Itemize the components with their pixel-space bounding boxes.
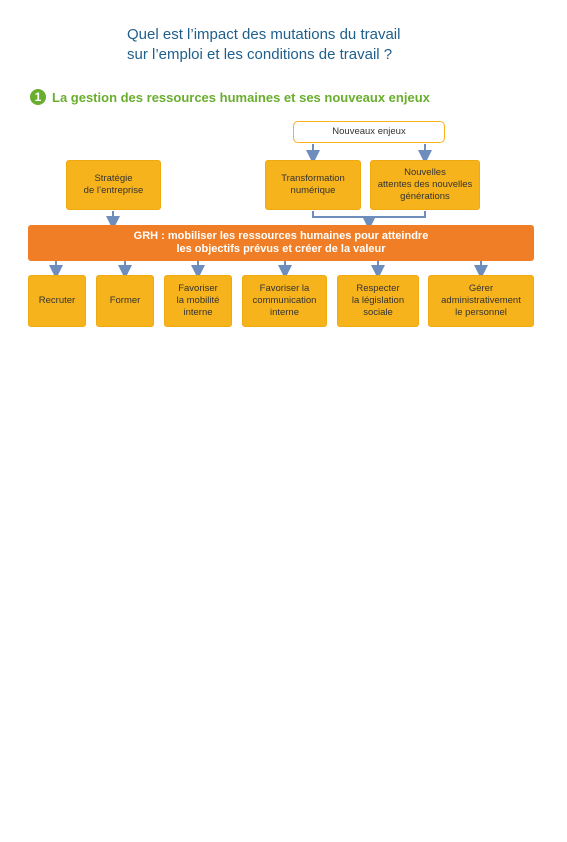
section-label: La gestion des ressources humaines et se… bbox=[52, 89, 430, 105]
page-title-line-1: Quel est l’impact des mutations du trava… bbox=[127, 26, 401, 43]
section-number-badge: 1 bbox=[30, 89, 46, 105]
mission-former: Former bbox=[96, 275, 154, 327]
section-heading: 1 La gestion des ressources humaines et … bbox=[30, 88, 430, 106]
node-nouvelles-attentes: Nouvelles attentes des nouvelles générat… bbox=[370, 160, 480, 210]
mission-communication-interne: Favoriser la communication interne bbox=[242, 275, 327, 327]
node-transformation-numerique: Transformation numérique bbox=[265, 160, 361, 210]
page-title-line-2: sur l’emploi et les conditions de travai… bbox=[127, 46, 393, 63]
grh-banner: GRH : mobiliser les ressources humaines … bbox=[28, 225, 534, 261]
mission-gestion-administrative: Gérer administrativement le personnel bbox=[428, 275, 534, 327]
mission-legislation-sociale: Respecter la législation sociale bbox=[337, 275, 419, 327]
mission-mobilite-interne: Favoriser la mobilité interne bbox=[164, 275, 232, 327]
node-nouveaux-enjeux: Nouveaux enjeux bbox=[293, 121, 445, 143]
bracket-join bbox=[312, 211, 426, 218]
mission-recruter: Recruter bbox=[28, 275, 86, 327]
node-strategie-entreprise: Stratégie de l’entreprise bbox=[66, 160, 161, 210]
page-title: Quel est l’impact des mutations du trava… bbox=[127, 25, 487, 65]
